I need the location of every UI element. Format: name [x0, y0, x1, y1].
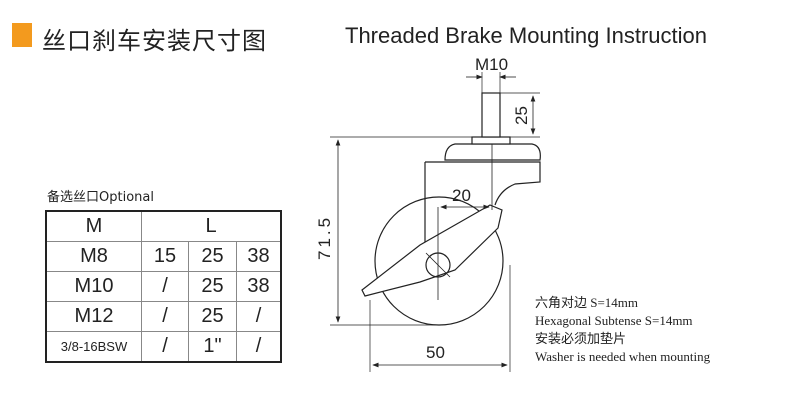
dim-wheel-diameter: 50 — [426, 343, 445, 362]
note-washer-en: Washer is needed when mounting — [535, 349, 711, 364]
cell: M12 — [45, 301, 142, 332]
note-washer-cn: 安装必须加垫片 — [535, 331, 627, 346]
cell: 1" — [188, 331, 237, 363]
cell: / — [236, 301, 282, 332]
note-hex-cn: 六角对边 S=14mm — [535, 295, 639, 310]
dim-height: 71.5 — [315, 215, 334, 260]
fork — [424, 161, 541, 252]
table-row: M8 15 25 38 — [45, 241, 282, 272]
table-caption: 备选丝口Optional — [47, 190, 154, 205]
cell: / — [141, 331, 189, 363]
dim-offset: 20 — [452, 186, 471, 205]
table-row: 3/8-16BSW / 1" / — [45, 331, 282, 363]
cell: / — [236, 331, 282, 363]
note-hex-en: Hexagonal Subtense S=14mm — [535, 313, 693, 328]
hex-nut — [471, 136, 511, 145]
brake-lever — [361, 204, 503, 297]
title-chinese: 丝口刹车安装尺寸图 — [42, 27, 267, 55]
cell: 38 — [236, 271, 282, 302]
cell: 38 — [236, 241, 282, 272]
cell: M10 — [45, 271, 142, 302]
threaded-stem — [481, 92, 501, 138]
top-plate — [444, 143, 541, 161]
cell: 3/8-16BSW — [45, 331, 142, 363]
cell: 25 — [188, 301, 237, 332]
title-accent-square — [12, 23, 32, 47]
cell: 25 — [188, 271, 237, 302]
cell: 15 — [141, 241, 189, 272]
title-english: Threaded Brake Mounting Instruction — [345, 23, 707, 48]
table-row: M12 / 25 / — [45, 301, 282, 332]
table-row: M10 / 25 38 — [45, 271, 282, 302]
dim-stem-length: 25 — [512, 106, 531, 125]
cell: 25 — [188, 241, 237, 272]
thread-options-table: M L M8 15 25 38 M10 / 25 38 M12 / 25 / 3… — [45, 210, 282, 363]
dim-thread: M10 — [475, 55, 508, 74]
